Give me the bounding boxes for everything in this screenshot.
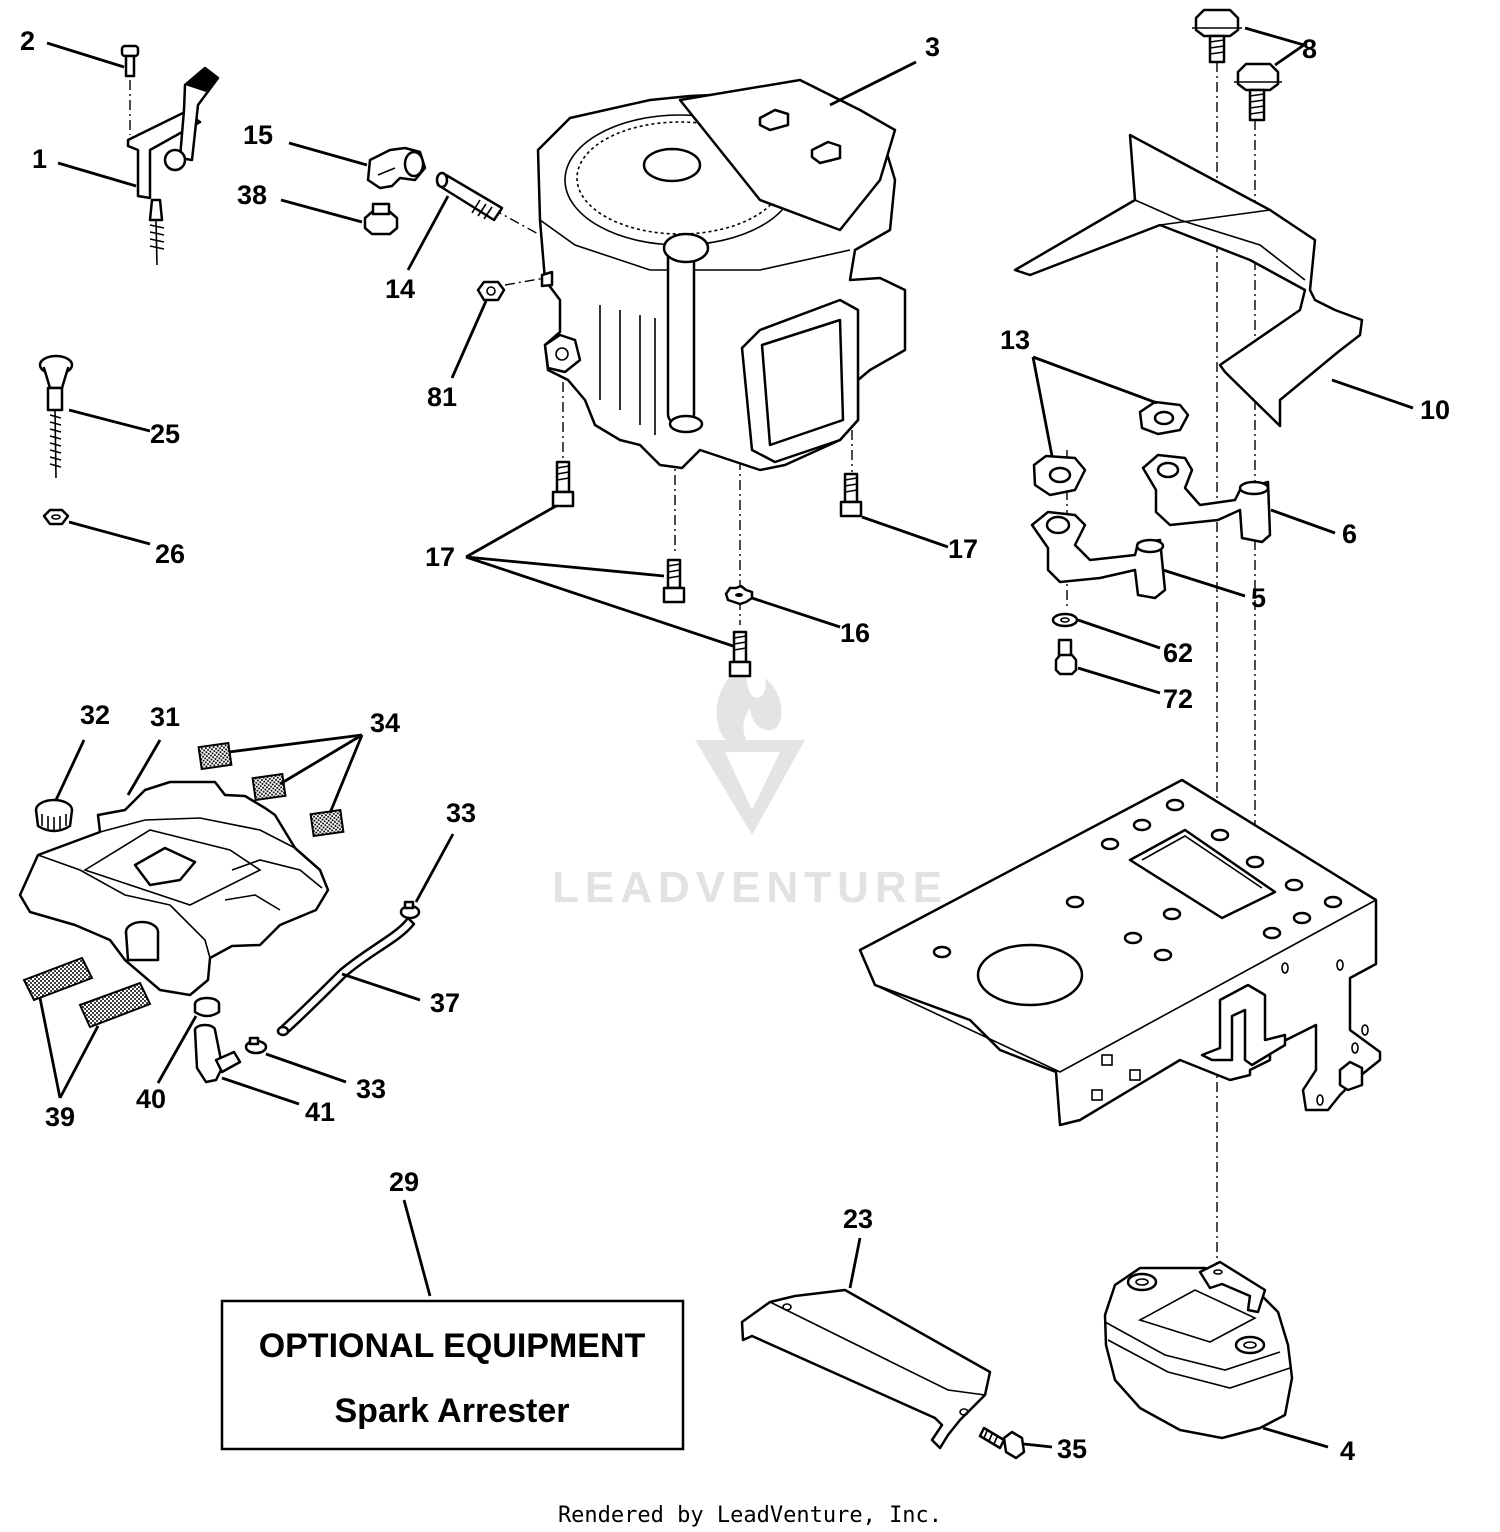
label-31: 31 bbox=[150, 702, 180, 732]
watermark-text: LEADVENTURE bbox=[552, 863, 948, 912]
bolt-part-8a bbox=[1192, 8, 1242, 64]
label-72: 72 bbox=[1163, 684, 1193, 714]
leader-lines bbox=[38, 26, 1414, 1449]
hose-fitting-part-41 bbox=[193, 1023, 242, 1084]
label-39: 39 bbox=[45, 1102, 75, 1132]
exhaust-pipe-part-5 bbox=[1030, 510, 1167, 600]
label-38: 38 bbox=[237, 180, 267, 210]
lock-washer-part-16 bbox=[724, 584, 754, 606]
footer-credit: Rendered by LeadVenture, Inc. bbox=[558, 1503, 942, 1528]
spark-arrester-part-23 bbox=[740, 1288, 992, 1450]
label-37: 37 bbox=[430, 988, 460, 1018]
grommet-part-40 bbox=[193, 996, 221, 1018]
pipe-nipple-part bbox=[435, 171, 504, 222]
label-34: 34 bbox=[370, 708, 400, 738]
plug-part-38 bbox=[363, 202, 399, 236]
label-8: 8 bbox=[1302, 34, 1317, 64]
label-41: 41 bbox=[305, 1097, 335, 1127]
optional-equipment-box: OPTIONAL EQUIPMENT Spark Arrester bbox=[220, 1299, 685, 1451]
bolt-part-17b bbox=[839, 472, 863, 518]
part-number-labels: 2 1 3 8 15 38 14 81 13 10 6 5 62 72 17 1… bbox=[20, 26, 1450, 1466]
filter-pad-part-39b bbox=[78, 981, 152, 1029]
label-17-right: 17 bbox=[948, 534, 978, 564]
label-15: 15 bbox=[243, 120, 273, 150]
choke-knob-part-25 bbox=[38, 354, 74, 479]
elbow-fitting-part bbox=[366, 146, 427, 190]
washer-part-62 bbox=[1051, 612, 1079, 628]
label-33-top: 33 bbox=[446, 798, 476, 828]
label-17-left: 17 bbox=[425, 542, 455, 572]
filter-pad-part-34b bbox=[251, 772, 287, 802]
label-6: 6 bbox=[1342, 519, 1357, 549]
nut-part-26 bbox=[42, 508, 70, 526]
bolt-part-17d bbox=[728, 630, 752, 678]
filter-pad-part-34c bbox=[309, 808, 345, 838]
label-32: 32 bbox=[80, 700, 110, 730]
nut-part-81 bbox=[476, 280, 506, 302]
spark-arrester-label: Spark Arrester bbox=[335, 1392, 570, 1430]
gasket-part-13a bbox=[1138, 400, 1190, 436]
label-33-bottom: 33 bbox=[356, 1074, 386, 1104]
throttle-control-part bbox=[126, 66, 220, 266]
label-62: 62 bbox=[1163, 638, 1193, 668]
filter-pad-part-34a bbox=[197, 741, 233, 771]
exhaust-pipe-part-6 bbox=[1141, 453, 1272, 544]
label-25: 25 bbox=[150, 419, 180, 449]
air-cleaner-cover-part-31 bbox=[18, 780, 330, 997]
gasket-part-13b bbox=[1032, 454, 1087, 497]
bolt-part-17a bbox=[551, 460, 575, 508]
cap-part-32 bbox=[34, 798, 74, 833]
bolt-part-17c bbox=[662, 558, 686, 604]
label-5: 5 bbox=[1251, 583, 1266, 613]
engine-part-3 bbox=[536, 78, 907, 472]
label-23: 23 bbox=[843, 1204, 873, 1234]
label-13: 13 bbox=[1000, 325, 1030, 355]
label-40: 40 bbox=[136, 1084, 166, 1114]
heat-shield-part-10 bbox=[1013, 133, 1364, 428]
muffler-part-4 bbox=[1103, 1260, 1294, 1440]
label-16: 16 bbox=[840, 618, 870, 648]
screw-part-35 bbox=[978, 1426, 1026, 1460]
hose-clamp-part-33a bbox=[399, 900, 421, 920]
label-3: 3 bbox=[925, 32, 940, 62]
label-81: 81 bbox=[427, 382, 457, 412]
bolt-part-72 bbox=[1054, 638, 1078, 676]
bolt-part-8b bbox=[1234, 62, 1282, 122]
label-29: 29 bbox=[389, 1167, 419, 1197]
label-2: 2 bbox=[20, 26, 35, 56]
screw-part-2 bbox=[120, 44, 140, 78]
label-4: 4 bbox=[1340, 1436, 1355, 1466]
fuel-line-part-37 bbox=[276, 916, 416, 1037]
label-1: 1 bbox=[32, 144, 47, 174]
hose-clamp-part-33b bbox=[244, 1036, 268, 1055]
filter-pad-part-39a bbox=[22, 956, 94, 1002]
label-35: 35 bbox=[1057, 1434, 1087, 1464]
leadventure-watermark: LEADVENTURE bbox=[552, 660, 948, 912]
label-10: 10 bbox=[1420, 395, 1450, 425]
engine-mounting-plate bbox=[858, 778, 1382, 1127]
optional-equipment-title: OPTIONAL EQUIPMENT bbox=[259, 1327, 646, 1365]
label-26: 26 bbox=[155, 539, 185, 569]
label-14: 14 bbox=[385, 274, 415, 304]
